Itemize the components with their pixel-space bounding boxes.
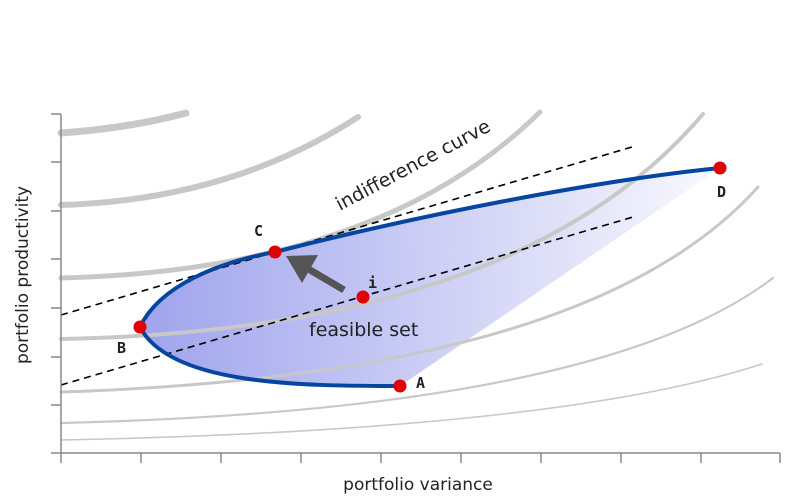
point-i: [356, 290, 370, 304]
point-i-label: i: [368, 274, 377, 292]
point-b: [133, 320, 147, 334]
indifference-curve: [58, 114, 361, 208]
axes: [51, 113, 781, 463]
upper-dashed-line: [60, 146, 633, 316]
efficient-frontier-boundary: [137, 166, 721, 388]
point-c: [268, 245, 282, 259]
indifference-curve: [59, 276, 775, 425]
point-b-label: B: [117, 339, 126, 357]
indifference-curve: [60, 363, 763, 441]
point-d: [713, 161, 727, 175]
indifference-curve: [57, 109, 190, 137]
arrow-icon: [286, 255, 346, 294]
y-axis-label: portfolio productivity: [13, 186, 33, 364]
point-a-label: A: [416, 374, 425, 392]
indifference-curve: [59, 185, 760, 394]
indifference-curve: [59, 112, 705, 341]
point-d-label: D: [717, 183, 726, 201]
point-a: [393, 379, 407, 393]
point-c-label: C: [254, 222, 263, 240]
x-axis-label: portfolio variance: [343, 475, 493, 495]
indifference-curves: [57, 109, 775, 441]
lower-dashed-line: [60, 216, 634, 386]
feasible-set-label: feasible set: [309, 319, 418, 341]
